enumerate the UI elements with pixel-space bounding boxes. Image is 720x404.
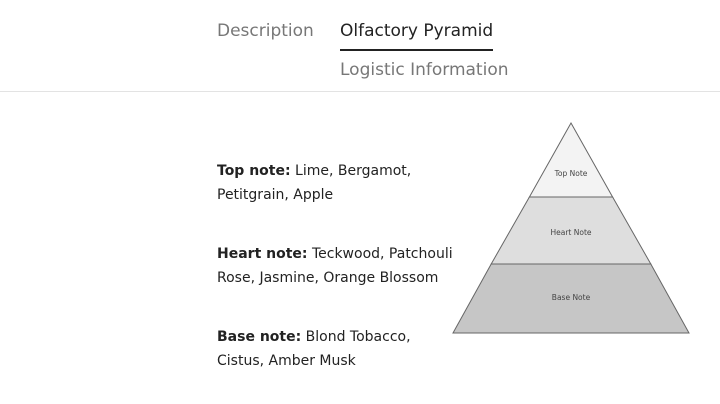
- top-note-label: Top note:: [217, 163, 291, 179]
- top-note-value: Lime, Bergamot, Petitgrain, Apple: [217, 163, 412, 203]
- base-note: Base note: Blond Tobacco, Cistus, Amber …: [217, 325, 457, 373]
- heart-note: Heart note: Teckwood, Patchouli Rose, Ja…: [217, 242, 457, 290]
- heart-note-value: Teckwood, Patchouli Rose, Jasmine, Orang…: [217, 246, 453, 286]
- tab-olfactory-pyramid[interactable]: Olfactory Pyramid: [340, 21, 494, 51]
- tab-bar: Description Olfactory Pyramid Logistic I…: [0, 0, 720, 92]
- base-note-value: Blond Tobacco, Cistus, Amber Musk: [217, 329, 411, 369]
- top-note: Top note: Lime, Bergamot, Petitgrain, Ap…: [217, 159, 457, 207]
- pyramid-top-label: Top Note: [554, 169, 588, 178]
- pyramid-svg: Top Note Heart Note Base Note: [452, 121, 690, 334]
- pyramid-heart-label: Heart Note: [550, 228, 591, 237]
- tab-description[interactable]: Description: [217, 21, 314, 41]
- heart-note-label: Heart note:: [217, 246, 308, 262]
- pyramid-base-label: Base Note: [552, 293, 591, 302]
- tab-logistic-information[interactable]: Logistic Information: [340, 60, 509, 80]
- base-note-label: Base note:: [217, 329, 302, 345]
- pyramid-top-tier: [528, 121, 614, 198]
- olfactory-pyramid-diagram: Top Note Heart Note Base Note: [450, 120, 694, 336]
